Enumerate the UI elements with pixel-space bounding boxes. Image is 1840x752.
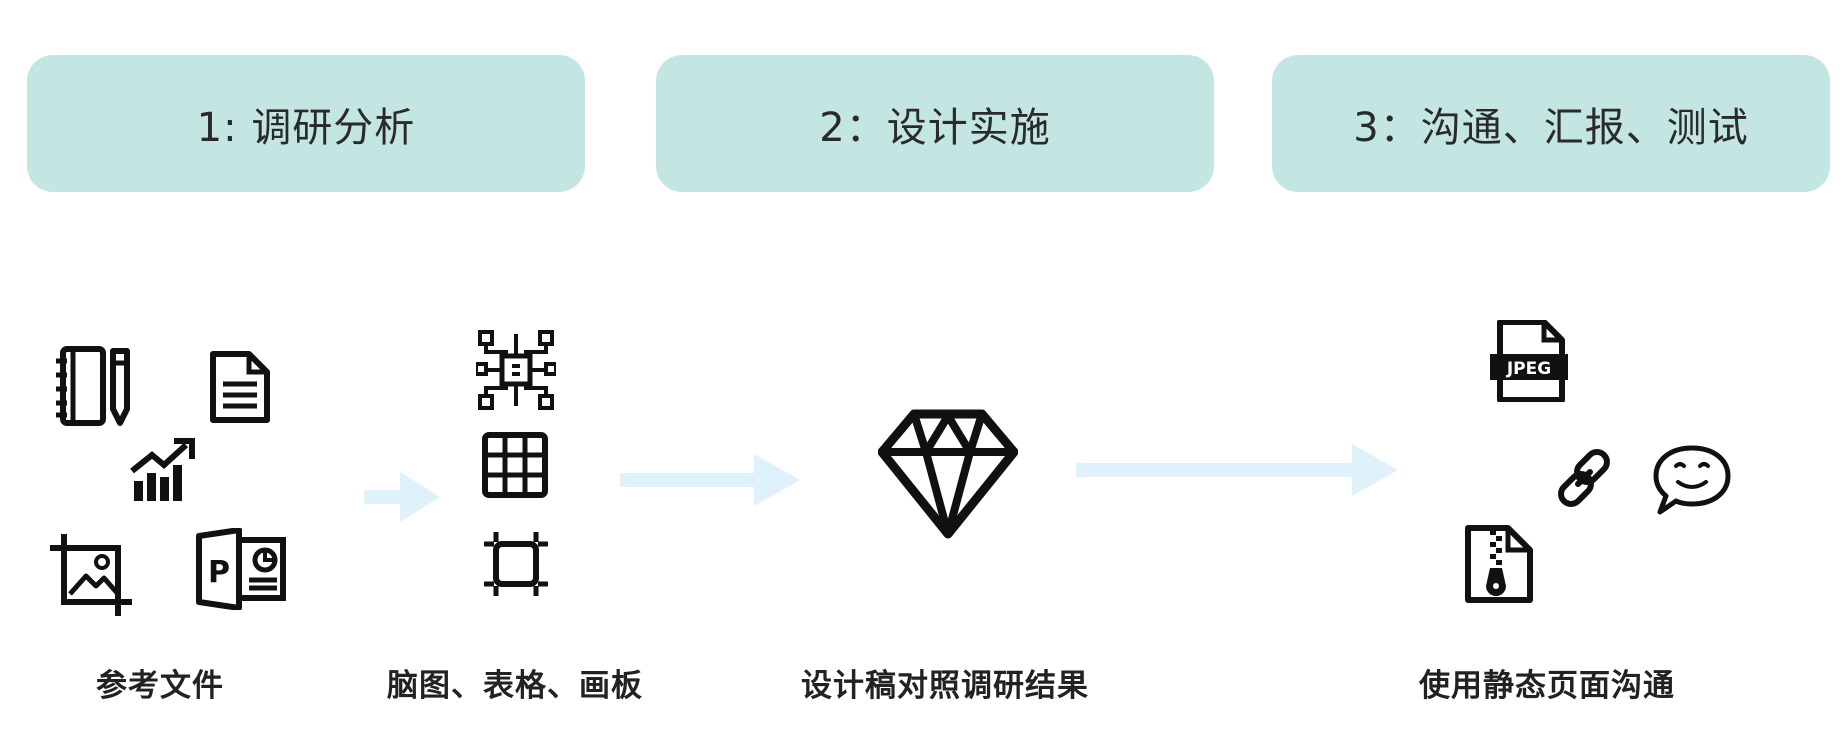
artboard-icon: [482, 530, 550, 598]
table-grid-icon: [482, 432, 548, 498]
caption-static-page-communication: 使用静态页面沟通: [1419, 668, 1675, 704]
powerpoint-icon: P: [195, 528, 287, 610]
crop-image-icon: [48, 532, 136, 618]
stage-2-box: 2：设计实施: [656, 55, 1214, 192]
caption-mindmap-table-artboard: 脑图、表格、画板: [387, 668, 643, 704]
document-icon: [209, 350, 271, 424]
mind-map-icon: [476, 330, 556, 410]
jpeg-file-icon: JPEG: [1488, 320, 1570, 402]
caption-design-vs-research: 设计稿对照调研结果: [801, 668, 1089, 704]
caption-reference-files: 参考文件: [96, 668, 224, 704]
stage-1-label: 1: 调研分析: [196, 104, 416, 151]
flow-arrow-1: [364, 472, 440, 522]
jpeg-label: JPEG: [1506, 359, 1551, 379]
flow-arrow-3: [1076, 444, 1398, 496]
chat-bubble-icon: [1652, 444, 1732, 518]
zip-file-icon: [1464, 524, 1534, 604]
stage-2-label: 2：设计实施: [819, 104, 1051, 151]
link-chain-icon: [1552, 446, 1616, 510]
stage-1-box: 1: 调研分析: [27, 55, 585, 192]
ppt-letter: P: [208, 555, 230, 590]
notebook-pen-icon: [55, 345, 135, 427]
growth-chart-icon: [130, 437, 196, 503]
stage-3-label: 3：沟通、汇报、测试: [1353, 104, 1749, 151]
sketch-diamond-icon: [878, 406, 1018, 540]
stage-3-box: 3：沟通、汇报、测试: [1272, 55, 1830, 192]
flow-arrow-2: [620, 454, 800, 506]
